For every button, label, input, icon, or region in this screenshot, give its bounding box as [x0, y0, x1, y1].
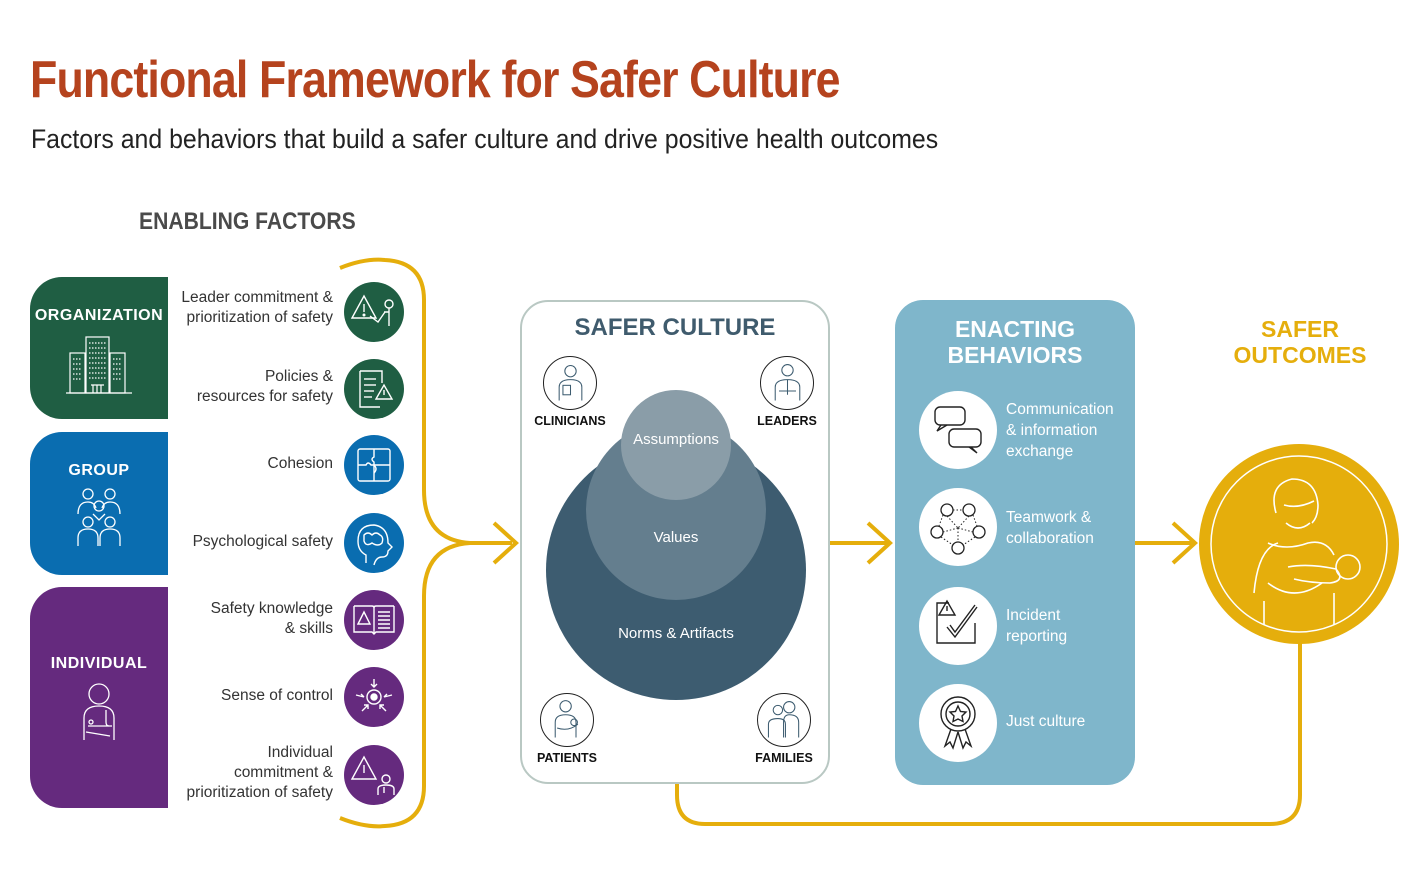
feedback-loop [675, 640, 1302, 826]
award-ribbon-icon [919, 684, 997, 762]
layer-norms-label: Norms & Artifacts [618, 625, 734, 642]
factor-psychological-safety: Psychological safety [192, 533, 333, 550]
category-group: GROUP [30, 432, 168, 575]
stakeholder-clinicians: CLINICIANS [525, 356, 615, 428]
factor-leader-commitment: Leader commitment & prioritization of sa… [181, 289, 333, 326]
mother-holding-baby-icon [1199, 444, 1399, 644]
factor-sense-of-control: Sense of control [220, 687, 333, 704]
arrow-to-outcomes [1171, 521, 1198, 565]
factor-individual-commitment: Individual commitment & prioritization o… [186, 744, 333, 801]
enabling-brace [339, 257, 512, 545]
patient-with-baby-icon [554, 700, 578, 738]
category-organization: ORGANIZATION [30, 277, 168, 419]
category-label: ORGANIZATION [34, 307, 164, 324]
behavior-incident-reporting: Incident reporting [1006, 607, 1068, 645]
factor-policies-resources: Policies & resources for safety [196, 368, 333, 405]
document-warning-icon [344, 359, 404, 419]
culture-layers [546, 390, 806, 700]
layer-assumptions [621, 390, 731, 500]
speech-bubbles-icon [919, 391, 997, 469]
behavior-communication: Communication & information exchange [1006, 401, 1114, 460]
leader-warning-presentation-icon [344, 282, 404, 342]
enacting-behaviors-heading: ENACTING BEHAVIORS [947, 316, 1083, 368]
stakeholder-families: FAMILIES [739, 693, 829, 765]
factor-safety-knowledge: Safety knowledge & skills [210, 600, 333, 637]
category-individual: INDIVIDUAL [30, 587, 168, 808]
enabling-factors-heading: ENABLING FACTORS [139, 208, 356, 235]
focus-target-icon [344, 667, 404, 727]
stakeholder-leaders: LEADERS [742, 356, 832, 428]
book-warning-icon [344, 590, 404, 650]
leader-portrait-icon [774, 364, 800, 401]
behavior-teamwork: Teamwork & collaboration [1006, 509, 1094, 547]
category-label: INDIVIDUAL [50, 655, 148, 672]
page-title: Functional Framework for Safer Culture [30, 51, 841, 109]
page-subtitle: Factors and behaviors that build a safer… [31, 124, 939, 154]
checkbox-warning-icon [919, 587, 997, 665]
brain-head-icon [344, 513, 404, 573]
category-label: GROUP [68, 462, 130, 479]
network-nodes-icon [919, 488, 997, 566]
office-buildings-icon [66, 336, 132, 394]
layer-values-label: Values [653, 529, 699, 546]
factor-cohesion: Cohesion [267, 455, 334, 472]
layer-assumptions-label: Assumptions [633, 431, 719, 448]
safer-outcomes-heading: SAFER OUTCOMES [1233, 316, 1367, 368]
arrow-to-behaviors [866, 521, 893, 565]
clinician-icon [83, 683, 115, 740]
family-couple-icon [767, 701, 799, 738]
clinician-portrait-icon [558, 364, 582, 401]
clinician-warning-icon [344, 745, 404, 805]
stakeholder-patients: PATIENTS [522, 693, 612, 765]
care-team-icon [77, 488, 121, 546]
puzzle-icon [344, 435, 404, 495]
behavior-just-culture: Just culture [1006, 713, 1086, 730]
arrow-to-culture [492, 521, 519, 565]
enabling-brace-lower [339, 541, 471, 829]
safer-culture-heading: SAFER CULTURE [574, 314, 776, 341]
